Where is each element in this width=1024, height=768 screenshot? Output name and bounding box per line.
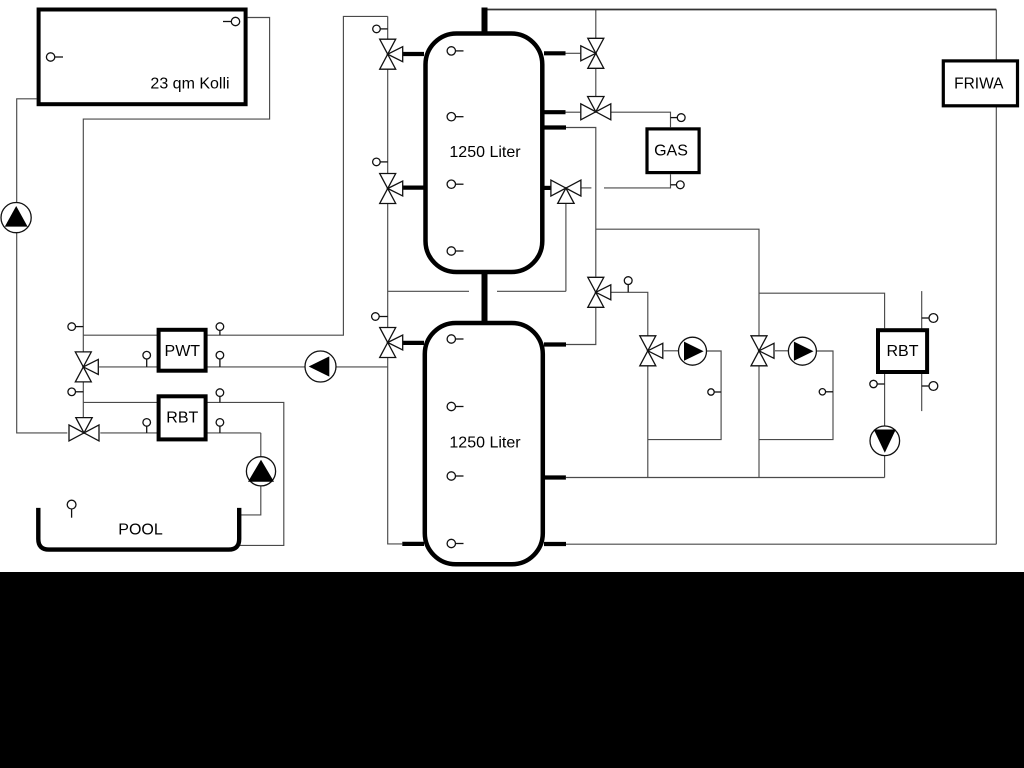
svg-text:23 qm Kolli: 23 qm Kolli (150, 76, 229, 93)
svg-text:GAS: GAS (654, 142, 688, 159)
svg-text:RBT: RBT (887, 343, 919, 360)
svg-text:RBT: RBT (166, 410, 198, 427)
svg-text:POOL: POOL (118, 522, 163, 539)
svg-text:1250 Liter: 1250 Liter (449, 435, 521, 452)
svg-text:PWT: PWT (165, 343, 201, 360)
svg-text:FRIWA: FRIWA (954, 75, 1004, 92)
svg-text:1250 Liter: 1250 Liter (449, 144, 521, 161)
